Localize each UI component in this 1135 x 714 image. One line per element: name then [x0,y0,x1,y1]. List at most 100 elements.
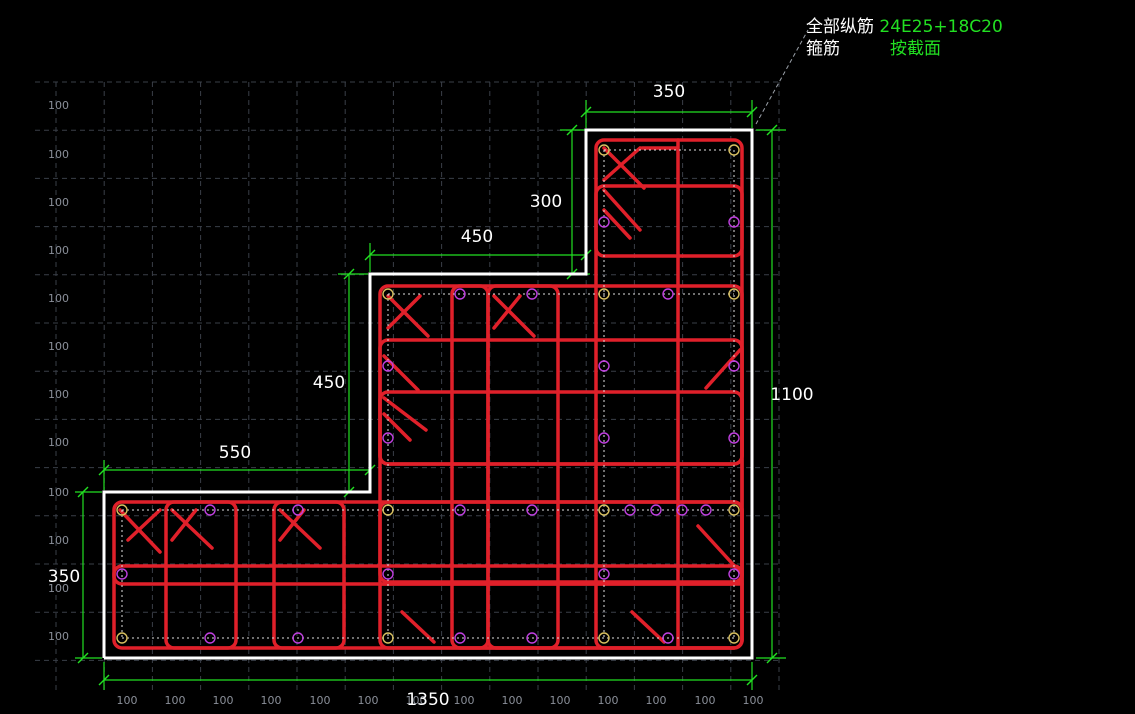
grid-label-bottom: 100 [261,694,282,707]
rebar-main [728,632,740,644]
grid-label-bottom: 100 [165,694,186,707]
dim-label-step-upper: 300 [530,192,562,212]
grid-label-bottom: 100 [550,694,571,707]
rebar-secondary [382,360,394,372]
grid-label-left: 100 [48,99,69,112]
dim-tick [566,124,578,136]
rebar-secondary [382,568,394,580]
stirrup-tie [486,284,560,650]
grid-label-bottom: 100 [454,694,475,707]
rebar-secondary [204,504,216,516]
rebar-secondary [728,216,740,228]
stirrup-right-hoop [594,138,744,650]
rebar-secondary [598,216,610,228]
stirrup-hook [602,208,632,240]
dim-label-left-height: 350 [48,567,80,587]
rebar-main [598,632,610,644]
grid-label-left: 100 [48,630,69,643]
rebar-main [382,288,394,300]
grid-label-bottom: 100 [646,694,667,707]
rebar-secondary [526,504,538,516]
rebar-secondary [382,432,394,444]
stirrup-hook [170,508,198,542]
rebar-secondary [454,504,466,516]
dim-label-mid-width: 450 [461,227,493,247]
stirrup-hook [492,294,536,338]
dim-tick [580,106,592,118]
grid-label-left: 100 [48,388,69,401]
rebar-secondary [598,568,610,580]
rebar-secondary [662,632,674,644]
rebars [116,144,740,644]
rebar-secondary [526,632,538,644]
grid-label-left: 100 [48,148,69,161]
section-outline [102,128,754,660]
stirrup-hook [386,294,422,330]
grid-label-bottom: 100 [117,694,138,707]
dim-tick [343,268,355,280]
grid-label-left: 100 [48,486,69,499]
rebar-main [728,504,740,516]
rebar-main [598,288,610,300]
rebar-main [598,504,610,516]
legend-longitudinal-label: 全部纵筋 [806,17,874,37]
grid-label-left: 100 [48,340,69,353]
grid-label-bottom: 100 [598,694,619,707]
rebar-secondary [650,504,662,516]
stirrup-tie-h [378,390,744,466]
rebar-secondary [662,288,674,300]
dim-tick [98,464,110,476]
stirrup-tie [164,500,238,650]
rebar-main [598,144,610,156]
grid-label-bottom: 100 [310,694,331,707]
rebar-main [116,504,128,516]
stirrup-hook [704,348,742,390]
rebar-main [382,632,394,644]
rebar-main [728,288,740,300]
grid-label-bottom: 100 [358,694,379,707]
dim-tick [98,674,110,686]
stirrup-hook [696,524,742,574]
rebar-secondary [454,632,466,644]
rebar-secondary [728,360,740,372]
grid-label-bottom: 100 [406,694,427,707]
stirrup-hook [386,294,430,338]
rebar-main [382,504,394,516]
grid-label-bottom: 100 [502,694,523,707]
stirrup-tie-h [378,500,744,584]
inner-dashed-lines [121,149,735,639]
stirrup-hook [602,146,646,190]
stirrup-hook [382,396,428,432]
stirrup-hook [602,146,642,182]
rebar-main [116,632,128,644]
grid-label-left: 100 [48,582,69,595]
section-outline-shape [102,128,754,660]
dim-tick [766,124,778,136]
dim-label-total-width: 1350 [406,690,449,710]
stirrup-hook [126,508,162,542]
dim-tick [77,486,89,498]
stirrup-hook [382,412,412,442]
stirrup-tie-h [594,184,744,258]
grid-label-left: 100 [48,436,69,449]
rebar-secondary [454,288,466,300]
rebar-secondary [598,432,610,444]
legend-stirrup-value: 按截面 [890,39,941,59]
dim-label-left-width: 550 [219,443,251,463]
grid-label-left: 100 [48,196,69,209]
dim-label-total-height: 1100 [770,385,813,405]
rebar-secondary [728,432,740,444]
dim-label-mid-height: 450 [313,373,345,393]
legend-stirrup-label: 箍筋 [806,39,840,59]
rebar-secondary [204,632,216,644]
dim-tick [364,249,376,261]
stirrup-hook [278,508,322,550]
rebar-main [728,144,740,156]
grid-label-bottom: 100 [743,694,764,707]
dim-tick [746,106,758,118]
leader-dashed [755,29,809,125]
stirrup-hook [602,188,642,232]
